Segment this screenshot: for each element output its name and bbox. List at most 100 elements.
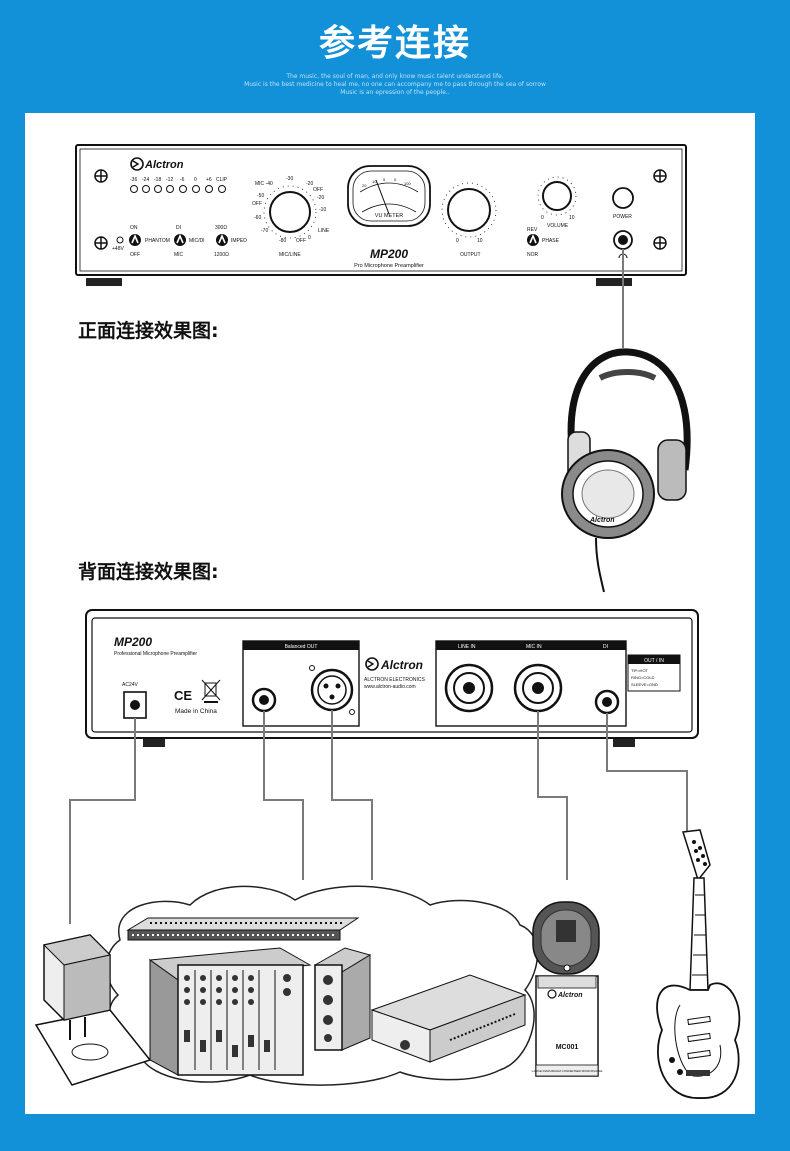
vu-scale-label: 0 xyxy=(394,177,397,182)
rack-processor xyxy=(313,947,372,1051)
front-model-name: MP200 xyxy=(370,247,408,261)
audio-interface xyxy=(370,974,527,1063)
led-indicator xyxy=(166,185,174,193)
phantom-switch[interactable] xyxy=(128,233,142,247)
led-indicator xyxy=(154,185,162,193)
phase-label: PHASE xyxy=(542,238,560,244)
volume-knob[interactable] xyxy=(537,176,577,216)
power-label: POWER xyxy=(613,214,632,220)
imped-top-label: 300Ω xyxy=(215,225,227,231)
power-button[interactable] xyxy=(612,187,634,209)
front-panel: Alctron -36 -24 -18 -12 -6 0 +6 CLIP +48… xyxy=(75,144,687,286)
screw-icon xyxy=(653,236,667,250)
vu-meter: 20 10 5 0 100 VU METER xyxy=(347,165,431,227)
ce-mark: CE xyxy=(174,688,192,703)
led-indicator xyxy=(130,185,138,193)
out-in-label: OUT / IN xyxy=(644,658,664,664)
rear-brand-text: Alctron xyxy=(380,658,423,672)
rear-cables xyxy=(69,710,688,924)
screw-icon xyxy=(94,236,108,250)
output-knob[interactable] xyxy=(441,182,497,238)
meter-tick-label: -36 xyxy=(130,177,137,183)
mic-model: MC001 xyxy=(556,1044,579,1051)
mic-di-switch[interactable] xyxy=(173,233,187,247)
imped-bottom-label: 1200Ω xyxy=(214,252,229,258)
mic-di-label: MIC/DI xyxy=(189,238,205,244)
mic-caption: LARGE DIAPHRAGM CONDENSER MICROPHONE xyxy=(532,1069,603,1073)
meter-tick-label: -18 xyxy=(154,177,161,183)
knob-scale-label: -20 xyxy=(317,195,324,201)
di-bottom-label: MIC xyxy=(174,252,184,258)
knob-scale-label: 0 xyxy=(308,235,311,241)
output-min-label: 0 xyxy=(456,238,459,244)
rear-model-subtitle: Professional Microphone Preamplifier xyxy=(114,651,197,657)
electric-guitar xyxy=(656,829,741,1099)
rear-brand-logo: Alctron xyxy=(365,657,423,672)
mic-cable xyxy=(537,711,568,880)
led-indicator xyxy=(218,185,226,193)
led-indicator xyxy=(142,185,150,193)
weee-bin-icon xyxy=(201,679,221,703)
condenser-microphone: Alctron MC001 LARGE DIAPHRAGM CONDENSER … xyxy=(532,901,603,1077)
knob-scale-label: -60 xyxy=(254,215,261,221)
wiring-label: TIP=HOT xyxy=(631,668,649,673)
power-adapter xyxy=(34,934,152,1086)
headphone-brand: Alctron xyxy=(589,517,615,524)
wiring-label: SLEEVE=GND xyxy=(631,682,658,687)
volume-max-label: 10 xyxy=(569,215,575,221)
website-label: www.alctron-audio.com xyxy=(364,684,416,690)
vu-meter-label: VU METER xyxy=(375,213,403,219)
vu-scale-label: 5 xyxy=(383,177,386,182)
knob-scale-label: MIC -40 xyxy=(255,181,273,187)
balanced-trs-cable xyxy=(263,711,304,880)
page-subtitle: The music, the soul of man, and only kno… xyxy=(0,73,790,97)
output-max-label: 10 xyxy=(477,238,483,244)
phase-top-label: REV xyxy=(527,227,538,233)
knob-scale-label: LINE xyxy=(318,228,330,234)
volume-label: VOLUME xyxy=(547,223,569,229)
rear-model-name: MP200 xyxy=(114,635,152,649)
page-title: 参考连接 xyxy=(318,23,471,64)
impedance-switch[interactable] xyxy=(215,233,229,247)
headphone-jack-hole xyxy=(618,235,628,245)
meter-tick-label: -6 xyxy=(180,177,185,183)
subtitle-line: The music, the soul of man, and only kno… xyxy=(286,73,504,80)
mic-brand: Alctron xyxy=(557,992,583,999)
made-in-label: Made in China xyxy=(175,708,217,715)
line-in-label: LINE IN xyxy=(458,644,476,650)
phantom-on-label: ON xyxy=(130,225,138,231)
rear-section-label: 背面连接效果图: xyxy=(78,561,219,583)
phase-switch[interactable] xyxy=(526,233,540,247)
meter-tick-label: -12 xyxy=(166,177,173,183)
front-section-label: 正面连接效果图: xyxy=(78,320,219,342)
screw-icon xyxy=(94,169,108,183)
output-label: OUTPUT xyxy=(460,252,481,258)
knob-scale-label: OFF xyxy=(252,201,262,207)
mic-line-label: MIC/LINE xyxy=(279,252,301,258)
knob-scale-label: -50 xyxy=(257,193,264,199)
front-brand-logo: Alctron xyxy=(130,157,184,171)
screw-icon xyxy=(653,169,667,183)
mic-in-label: MIC IN xyxy=(526,644,542,650)
vu-scale-label: 20 xyxy=(362,183,367,188)
phantom-off-label: OFF xyxy=(130,252,140,258)
power-cable xyxy=(69,718,136,924)
knob-scale-label: -30 xyxy=(286,176,293,182)
subtitle-line: Music is the best medicine to heal me, n… xyxy=(244,81,546,88)
meter-tick-label: 0 xyxy=(194,177,197,183)
headphones: Alctron xyxy=(561,348,691,593)
mixer xyxy=(148,947,312,1076)
front-model-subtitle: Pro Microphone Preamplifier xyxy=(354,263,424,269)
led-indicator xyxy=(192,185,200,193)
company-label: ALCTRON ELECTRONICS xyxy=(364,677,426,683)
knob-scale-label: OFF xyxy=(313,187,323,193)
mic-line-knob[interactable] xyxy=(263,185,317,239)
phantom-48v-label: +48V xyxy=(112,246,124,252)
knob-scale-label: -80 xyxy=(279,238,286,244)
meter-tick-label: CLIP xyxy=(216,177,228,183)
led-indicator xyxy=(205,185,213,193)
phantom-label: PHANTOM xyxy=(145,238,170,244)
phantom-led xyxy=(116,236,124,244)
vu-scale-label: 10 xyxy=(372,179,377,184)
